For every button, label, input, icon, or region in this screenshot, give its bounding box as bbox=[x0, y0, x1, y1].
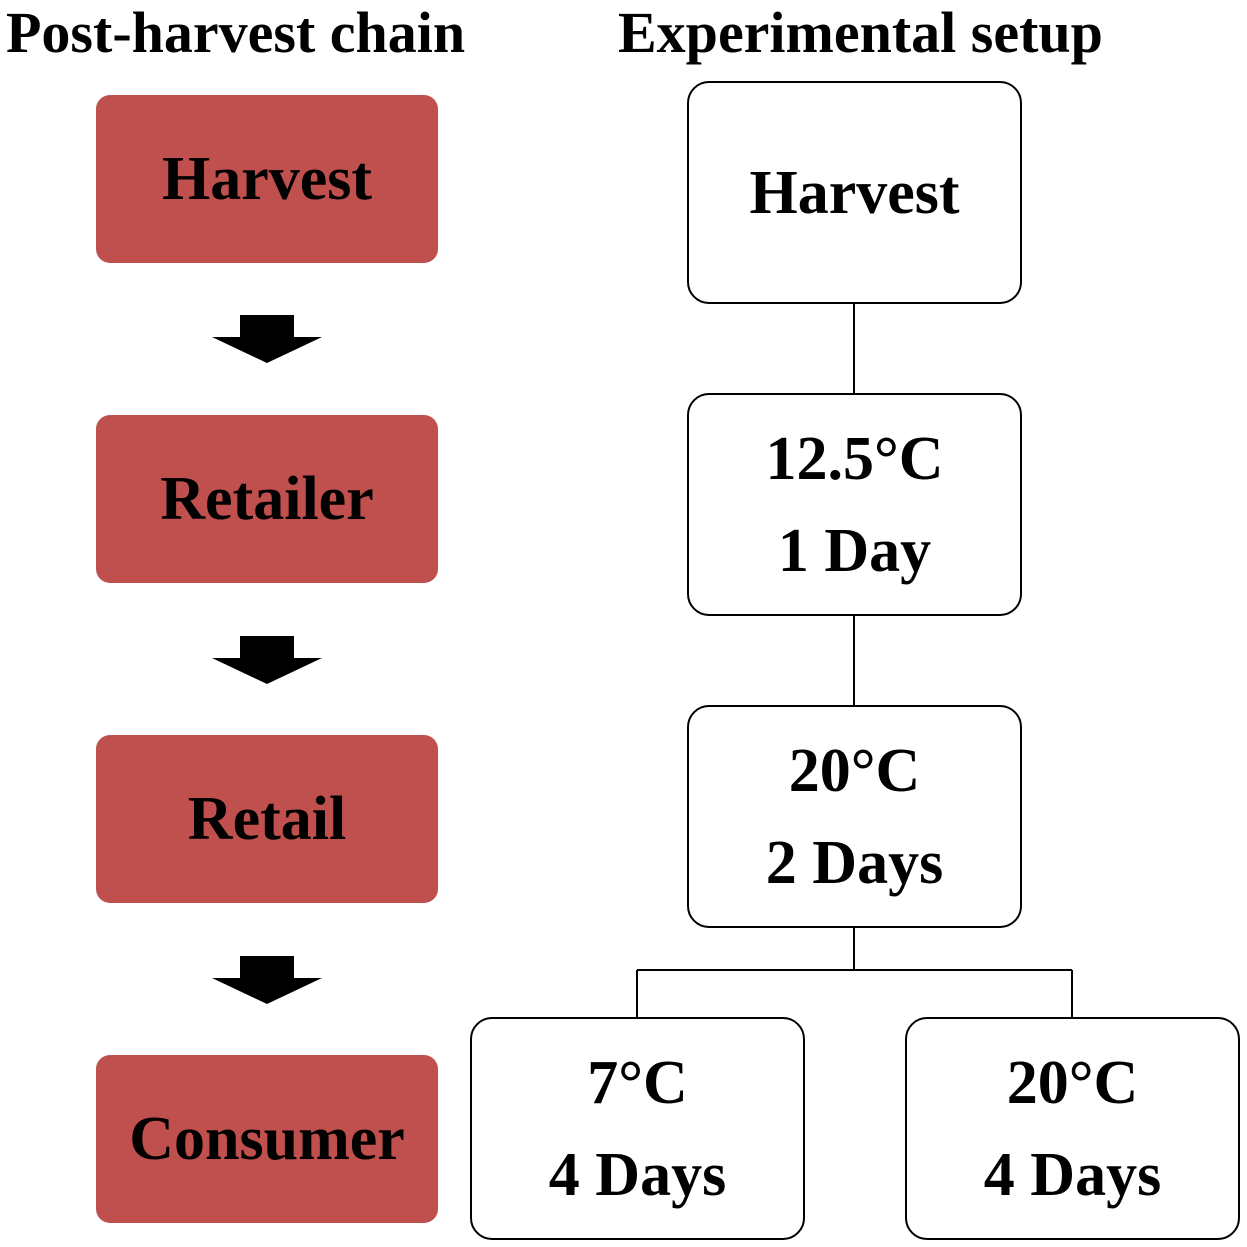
chain-step-label: Consumer bbox=[129, 1104, 405, 1173]
setup-temperature: 7°C bbox=[587, 1048, 688, 1117]
setup-temperature: 20°C bbox=[1006, 1048, 1139, 1117]
setup-box-label: Harvest bbox=[749, 158, 960, 227]
setup-box-stage-2: 20°C 2 Days bbox=[687, 705, 1022, 928]
chain-step-consumer: Consumer bbox=[96, 1055, 438, 1223]
down-arrow-icon bbox=[212, 315, 322, 363]
chain-step-label: Retailer bbox=[160, 464, 374, 533]
setup-box-harvest: Harvest bbox=[687, 81, 1022, 304]
chain-step-retail: Retail bbox=[96, 735, 438, 903]
chain-step-label: Harvest bbox=[161, 144, 373, 213]
chain-step-retailer: Retailer bbox=[96, 415, 438, 583]
chain-step-label: Retail bbox=[187, 784, 347, 853]
chain-step-harvest: Harvest bbox=[96, 95, 438, 263]
down-arrow-icon bbox=[212, 636, 322, 684]
setup-duration: 1 Day bbox=[777, 516, 932, 585]
post-harvest-chain-heading: Post-harvest chain bbox=[6, 0, 466, 65]
setup-box-branch-7c: 7°C 4 Days bbox=[470, 1017, 805, 1240]
setup-box-branch-20c: 20°C 4 Days bbox=[905, 1017, 1240, 1240]
setup-duration: 4 Days bbox=[548, 1140, 727, 1209]
setup-temperature: 20°C bbox=[788, 736, 921, 805]
setup-temperature: 12.5°C bbox=[765, 424, 944, 493]
setup-duration: 4 Days bbox=[983, 1140, 1162, 1209]
down-arrow-icon bbox=[212, 956, 322, 1004]
experimental-setup-heading: Experimental setup bbox=[618, 0, 1103, 65]
setup-duration: 2 Days bbox=[765, 828, 944, 897]
setup-box-stage-1: 12.5°C 1 Day bbox=[687, 393, 1022, 616]
